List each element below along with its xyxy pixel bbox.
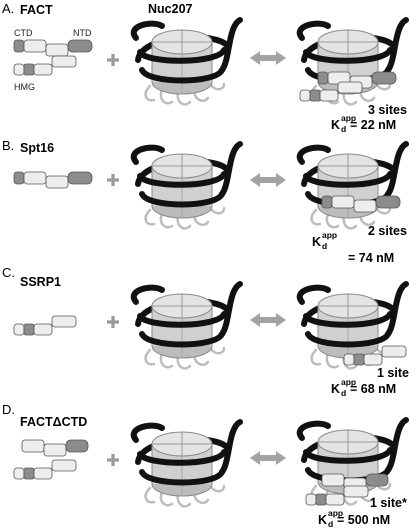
- panel-d-sites: 1 site*: [370, 496, 407, 510]
- panel-c-kd: K d app = 68 nM: [331, 377, 396, 398]
- panel-d: D. FACTΔCTD 1 site* K d app = 500 nM: [2, 402, 407, 529]
- nucleosome-c: [134, 284, 240, 368]
- hmg-label: HMG: [14, 82, 35, 92]
- panel-d-name: FACTΔCTD: [20, 415, 87, 429]
- panel-b-letter: B.: [2, 138, 14, 153]
- equilibrium-arrow-c: [250, 313, 286, 327]
- panel-a-sites: 3 sites: [368, 103, 407, 117]
- panel-c-letter: C.: [2, 265, 15, 280]
- panel-a-name: FACT: [20, 3, 53, 17]
- fact-dctd-ssrp1-subunit: [13, 459, 77, 480]
- ctd-label: CTD: [14, 28, 33, 38]
- spt16-dctd-molecule: [21, 439, 89, 457]
- equilibrium-arrow-a: [250, 51, 286, 65]
- panel-c: C. SSRP1 1 site K d app = 68 nM: [2, 265, 409, 398]
- panel-c-kd-value: = 68 nM: [350, 382, 396, 396]
- panel-c-kd-superscript: app: [341, 377, 356, 387]
- panel-b-kd-subscript: d: [322, 241, 327, 251]
- panel-d-kd: K d app = 500 nM: [318, 508, 390, 529]
- panel-b-sites: 2 sites: [368, 224, 407, 238]
- panel-b-kd-superscript: app: [322, 230, 337, 240]
- spt16-molecule: [13, 171, 93, 189]
- plus-sign-a: [107, 54, 119, 66]
- panel-b: B. Spt16 2 sites K d app = 74 nM: [2, 138, 407, 265]
- panel-b-name: Spt16: [20, 141, 54, 155]
- panel-a-kd-subscript: d: [341, 124, 346, 134]
- ntd-label: NTD: [73, 28, 92, 38]
- panel-a: A. FACT CTD NTD HMG 3 sites K d app = 22…: [2, 1, 407, 134]
- ssrp1-molecule: [13, 315, 77, 336]
- nucleosome-a: [134, 20, 240, 104]
- plus-sign-d: [107, 454, 119, 466]
- equilibrium-arrow-d: [250, 451, 286, 465]
- nucleosome-header-label: Nuc207: [148, 2, 193, 16]
- nucleosome-d: [134, 422, 240, 506]
- panel-b-kd-symbol: K: [312, 235, 321, 249]
- panel-c-sites: 1 site: [377, 366, 409, 380]
- panel-c-name: SSRP1: [20, 275, 61, 289]
- panel-d-kd-subscript: d: [328, 519, 333, 529]
- panel-d-kd-symbol: K: [318, 513, 327, 527]
- panel-a-kd: K d app = 22 nM: [331, 113, 396, 134]
- panel-a-kd-value: = 22 nM: [350, 118, 396, 132]
- plus-sign-c: [107, 316, 119, 328]
- fact-ssrp1-subunit: [13, 55, 77, 76]
- panel-b-kd: K d app = 74 nM: [312, 230, 394, 265]
- panel-d-letter: D.: [2, 402, 15, 417]
- panel-c-kd-subscript: d: [341, 388, 346, 398]
- equilibrium-arrow-b: [250, 173, 286, 187]
- panel-a-kd-superscript: app: [341, 113, 356, 123]
- panel-a-letter: A.: [2, 1, 14, 16]
- fact-spt16-subunit: [13, 39, 93, 57]
- panel-a-kd-symbol: K: [331, 118, 340, 132]
- panel-d-kd-value: = 500 nM: [337, 513, 390, 527]
- nucleosome-b: [134, 144, 240, 228]
- plus-sign-b: [107, 174, 119, 186]
- panel-c-kd-symbol: K: [331, 382, 340, 396]
- panel-d-kd-superscript: app: [328, 508, 343, 518]
- panel-b-kd-value: = 74 nM: [348, 251, 394, 265]
- bound-nucleosome-b: [300, 144, 406, 228]
